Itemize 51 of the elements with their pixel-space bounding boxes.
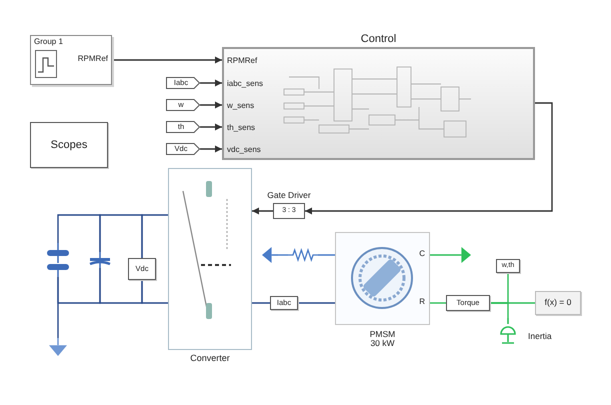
port-label: RPMRef — [227, 57, 258, 66]
goto-tag-block — [166, 99, 200, 111]
block-label: Inertia — [528, 332, 552, 342]
connection-line — [318, 254, 335, 256]
voltage-sensor-block — [128, 258, 156, 280]
connection-line — [298, 302, 335, 304]
connection-line — [278, 254, 288, 256]
torque-sensor-block — [446, 295, 490, 311]
signal-arrow — [200, 102, 222, 108]
capacitor-symbol — [89, 252, 111, 268]
goto-tag-block — [166, 121, 200, 133]
port-label: RPMRef — [78, 55, 108, 64]
solver-configuration-block — [535, 291, 581, 315]
block-title: PMSM 30 kW — [368, 330, 396, 349]
ground-symbol — [262, 247, 278, 263]
connection-line — [57, 277, 59, 338]
connection-line — [430, 254, 455, 256]
block-title: Converter — [190, 354, 230, 364]
connection-line — [430, 302, 446, 304]
signal-builder-block — [30, 35, 112, 85]
signal-arrow — [252, 208, 273, 214]
block-title: Control — [360, 33, 396, 46]
signal-arrow — [200, 80, 222, 86]
ground-symbol — [49, 338, 67, 356]
block-label: Scopes — [50, 138, 88, 152]
scope-block — [30, 122, 108, 168]
connection-line — [141, 280, 168, 304]
block-title: Gate Driver — [267, 191, 311, 200]
goto-tag-block — [166, 143, 200, 155]
resistor-symbol — [288, 250, 318, 260]
signal-arrow — [112, 56, 222, 64]
port-label: C — [419, 250, 425, 259]
battery-symbol — [46, 243, 70, 277]
motion-sensor-block — [496, 259, 520, 273]
connection-line — [99, 268, 143, 304]
connection-line — [490, 302, 509, 318]
port-label: w_sens — [227, 102, 254, 111]
port-label: vdc_sens — [227, 146, 261, 155]
current-sensor-block — [270, 296, 298, 310]
port-label: th_sens — [227, 124, 256, 133]
signal-arrow — [305, 102, 553, 214]
connection-line — [252, 302, 270, 304]
ground-symbol — [455, 247, 471, 263]
block-title: Group 1 — [34, 38, 63, 47]
port-label: R — [419, 298, 425, 307]
port-label: iabc_sens — [227, 80, 264, 89]
connection-line — [141, 214, 168, 258]
signal-arrow — [200, 124, 222, 130]
goto-tag-block — [166, 77, 200, 89]
signal-arrow — [200, 146, 222, 152]
block-label: f(x) = 0 — [544, 298, 572, 308]
